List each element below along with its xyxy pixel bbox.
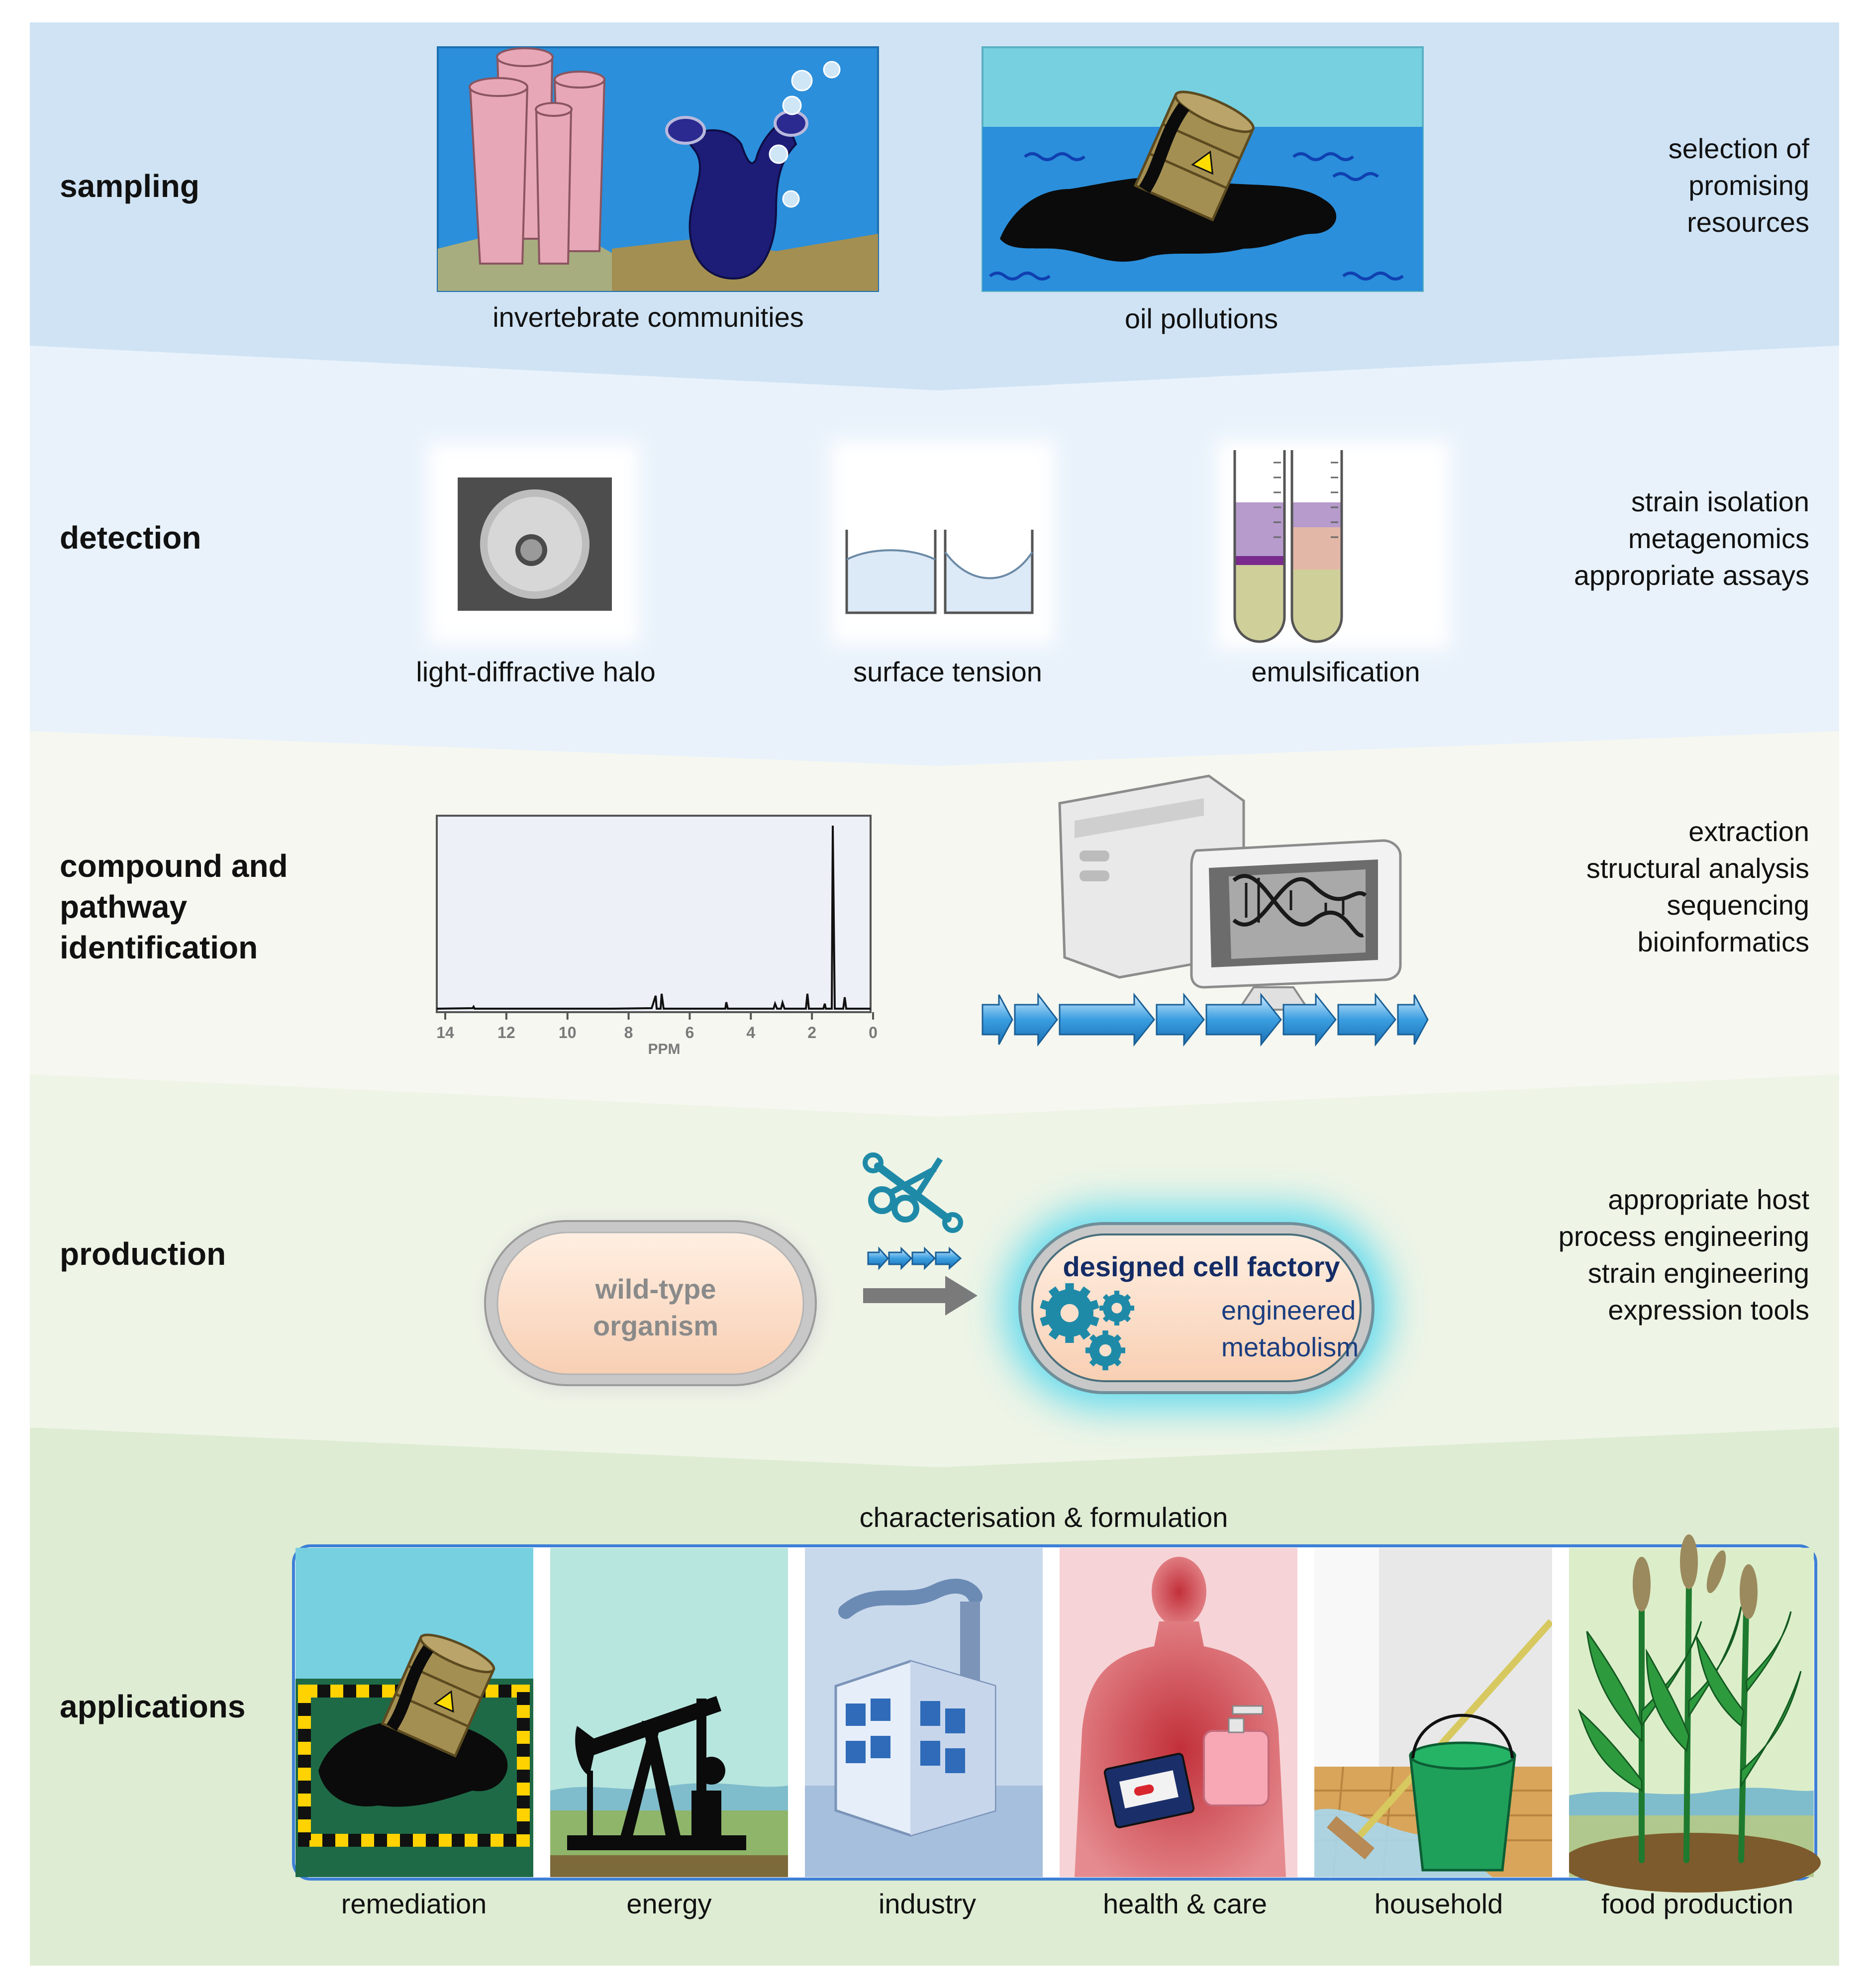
caption-light-diffractive-halo: light-diffractive halo <box>416 656 656 687</box>
engineering-arrow <box>863 1276 978 1316</box>
caption-health-care: health & care <box>1103 1888 1267 1919</box>
health-care-tile <box>1060 1548 1297 1877</box>
nmr-spectrum <box>436 815 874 1020</box>
sponge-icon <box>469 47 606 265</box>
gene-arrow <box>1156 992 1205 1047</box>
caption-remediation: remediation <box>341 1888 487 1919</box>
pill-box-icon <box>1103 1753 1195 1828</box>
nmr-axis-label: PPM <box>648 1041 681 1057</box>
caption-food-production: food production <box>1601 1888 1794 1919</box>
remediation-tile <box>295 1548 533 1877</box>
band-production <box>30 1074 1839 1467</box>
caption-industry: industry <box>878 1888 977 1919</box>
mini-gene-cluster <box>867 1246 962 1270</box>
tube-right <box>1290 450 1343 643</box>
nmr-tick-label: 0 <box>869 1024 878 1041</box>
industry-tile <box>805 1548 1043 1877</box>
nmr-tick-label: 2 <box>807 1024 817 1041</box>
stage-label-production: production <box>60 1236 226 1272</box>
halo-plate-icon <box>428 443 639 644</box>
gene-arrow <box>1397 994 1429 1045</box>
oil-pump-icon <box>567 1696 746 1850</box>
test-tube-icon <box>1216 440 1450 649</box>
production-notes: appropriate host process engineering str… <box>1558 1184 1809 1325</box>
nmr-baseline-trace <box>436 825 871 1010</box>
stage-label-identification: compound and pathway identification <box>60 848 288 965</box>
nmr-tick-label: 14 <box>436 1024 454 1041</box>
band-identification <box>30 731 1839 1117</box>
tunicate-icon <box>665 110 808 280</box>
oil-barrel-icon <box>381 1633 495 1758</box>
mini-gene-arrow <box>888 1246 913 1270</box>
bubbles <box>769 61 841 208</box>
gene-arrow <box>1014 992 1058 1047</box>
gene-arrow <box>1205 992 1282 1047</box>
wild-type-organism-label: wild-type organism <box>592 1273 719 1341</box>
sampling-notes: selection of promising resources <box>1668 133 1809 238</box>
nmr-tick-label: 10 <box>558 1024 577 1041</box>
gene-arrow <box>1059 992 1155 1047</box>
tube-left <box>1233 450 1286 643</box>
droplet-well-icon <box>831 440 1055 644</box>
designed-cell-factory-title: designed cell factory <box>1063 1251 1340 1282</box>
dna-helix-icon <box>1232 874 1367 938</box>
gene-arrow <box>1337 992 1396 1047</box>
caption-oil-pollutions: oil pollutions <box>1124 303 1279 334</box>
nmr-tick-marks <box>444 1012 874 1020</box>
caption-invertebrate-communities: invertebrate communities <box>492 301 804 333</box>
caption-emulsification: emulsification <box>1251 656 1420 687</box>
gene-cluster-icon <box>982 992 1429 1047</box>
mini-gene-arrow <box>867 1246 889 1270</box>
energy-tile <box>550 1548 788 1877</box>
mop-icon <box>1327 1619 1554 1860</box>
food-production-tile <box>1562 1534 1821 1893</box>
household-tile <box>1314 1548 1554 1878</box>
mini-gene-arrow <box>911 1246 936 1270</box>
stage-label-applications: applications <box>60 1689 246 1724</box>
wild-type-organism-pill <box>484 1220 818 1388</box>
nmr-tick-label: 8 <box>624 1024 633 1041</box>
nmr-plot-area <box>436 815 872 1013</box>
caption-energy: energy <box>626 1888 712 1919</box>
nmr-tick-label: 4 <box>746 1024 756 1041</box>
mini-gene-arrow <box>935 1246 962 1270</box>
gear-icon <box>1040 1283 1134 1370</box>
wrench-icon <box>863 1152 963 1233</box>
gene-arrow <box>982 994 1013 1045</box>
caption-surface-tension: surface tension <box>853 656 1042 687</box>
identification-notes: extraction structural analysis sequencin… <box>1586 816 1809 957</box>
waves <box>989 152 1404 281</box>
factory-icon <box>834 1602 996 1837</box>
nmr-tick-label: 6 <box>685 1024 694 1041</box>
gear <box>1040 1283 1099 1343</box>
invertebrate-communities-illustration <box>437 46 879 292</box>
band-sampling <box>30 22 1839 390</box>
caption-household: household <box>1374 1888 1503 1919</box>
stage-label-sampling: sampling <box>60 168 199 204</box>
detection-notes: strain isolation metagenomics appropriat… <box>1574 486 1809 591</box>
gear <box>1099 1291 1134 1325</box>
stage-label-detection: detection <box>60 520 201 556</box>
gear <box>1085 1330 1125 1370</box>
crop-icon <box>1577 1534 1802 1863</box>
gene-arrow <box>1282 992 1337 1047</box>
engineered-metabolism-label: engineered metabolism <box>1221 1296 1359 1362</box>
bucket-icon <box>1409 1713 1516 1872</box>
applications-subtitle: characterisation & formulation <box>859 1502 1228 1533</box>
oil-pollutions-illustration <box>982 46 1424 292</box>
nmr-tick-label: 12 <box>497 1024 515 1041</box>
oil-slick <box>1000 177 1337 262</box>
soap-dispenser-icon <box>1203 1705 1270 1806</box>
oil-barrel-icon <box>1133 91 1255 222</box>
